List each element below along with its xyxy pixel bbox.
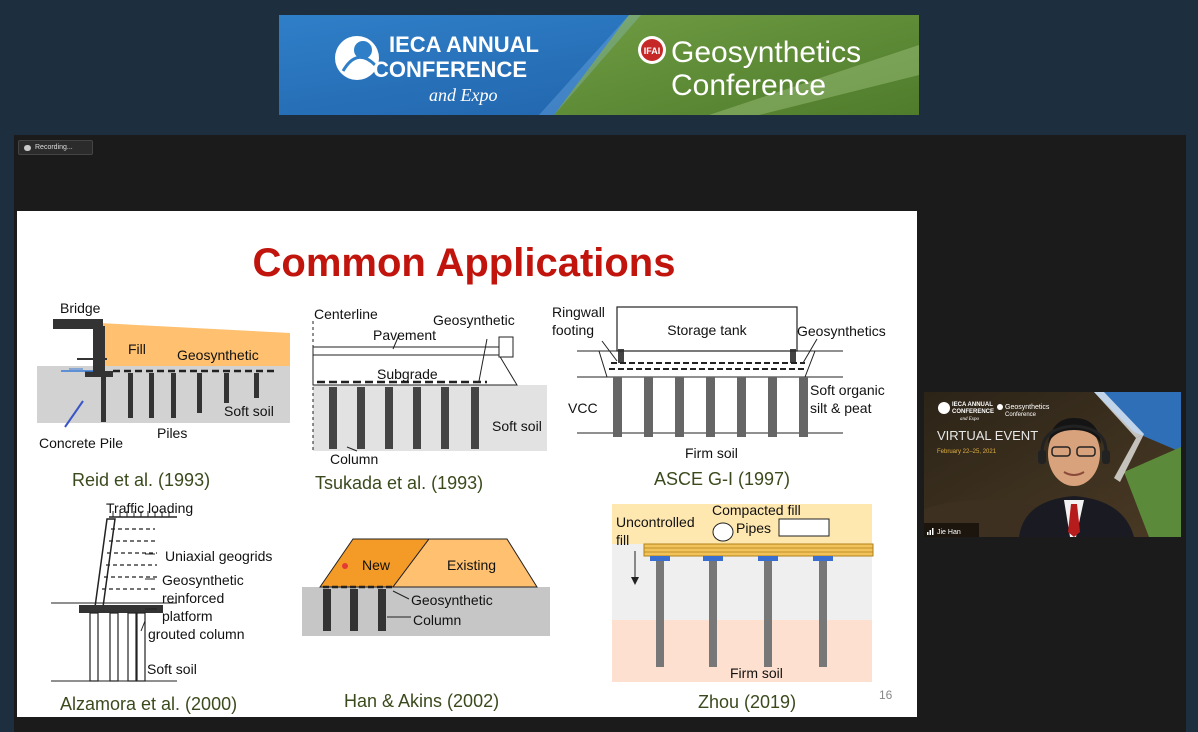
- zhou-caption: Zhou (2019): [698, 692, 796, 712]
- asce-vcc-label: VCC: [568, 400, 598, 416]
- tsukada-centerline-label: Centerline: [314, 306, 378, 322]
- participant-name: Jie Han: [937, 529, 961, 536]
- banner-right-line2: Conference: [671, 69, 826, 102]
- zhou-uncontrolled-label2: fill: [616, 532, 629, 548]
- panel-zhou: Compacted fill Pipes Uncontrolled fill F…: [612, 502, 874, 712]
- alzamora-soft-soil-label: Soft soil: [147, 661, 197, 677]
- reid-piles-label: Piles: [157, 425, 187, 441]
- zhou-pipes-label: Pipes: [736, 520, 771, 536]
- alzamora-geo-label3: platform: [162, 608, 213, 624]
- asce-ringwall-label1: Ringwall: [552, 304, 605, 320]
- tsukada-soft-soil-label: Soft soil: [492, 418, 542, 434]
- asce-tank-label: Storage tank: [667, 322, 747, 338]
- asce-firm-label: Firm soil: [685, 445, 738, 461]
- reid-concrete-pile-label: Concrete Pile: [39, 435, 123, 451]
- reid-caption: Reid et al. (1993): [72, 470, 210, 490]
- asce-ringwall-label2: footing: [552, 322, 594, 338]
- asce-geosynthetics-label: Geosynthetics: [797, 323, 886, 339]
- zhou-uncontrolled-label1: Uncontrolled: [616, 514, 695, 530]
- conference-banner: IECA ANNUAL CONFERENCE and Expo IFAI Geo…: [279, 15, 919, 115]
- recording-indicator[interactable]: Recording...: [18, 140, 93, 155]
- recording-label: Recording...: [35, 144, 73, 151]
- video-event-dates: February 22–25, 2021: [937, 449, 997, 455]
- panel-reid: Bridge Fill Geosynthetic Soft soil Piles…: [37, 300, 290, 490]
- ifai-text: IFAI: [644, 46, 661, 56]
- video-logo-geo2: Conference: [1005, 412, 1037, 418]
- banner-right-line1: Geosynthetics: [671, 36, 861, 69]
- reid-soft-soil-label: Soft soil: [224, 403, 274, 419]
- banner-left-line2: CONFERENCE: [373, 57, 527, 82]
- banner-left-line3: and Expo: [429, 85, 497, 105]
- ifai-mini-logo-icon: [997, 404, 1003, 410]
- alzamora-traffic-label: Traffic loading: [106, 500, 193, 516]
- han-column-label: Column: [413, 612, 461, 628]
- reid-bridge-label: Bridge: [60, 300, 101, 316]
- ieca-logo-icon: [335, 36, 379, 80]
- panel-tsukada: Centerline Pavement Geosynthetic Subgrad…: [312, 306, 547, 493]
- reid-fill-label: Fill: [128, 341, 146, 357]
- alzamora-caption: Alzamora et al. (2000): [60, 694, 237, 714]
- han-new-label: New: [362, 557, 391, 573]
- zhou-compacted-label: Compacted fill: [712, 502, 801, 518]
- zhou-firm-label: Firm soil: [730, 665, 783, 681]
- tsukada-caption: Tsukada et al. (1993): [315, 473, 483, 493]
- cloud-icon: [24, 144, 31, 151]
- panel-han: New Existing Geosynthetic Column Han & A…: [302, 538, 550, 711]
- slide-title: Common Applications: [253, 241, 676, 285]
- signal-icon: [927, 528, 934, 535]
- video-event-title: VIRTUAL EVENT: [937, 428, 1038, 443]
- han-existing-label: Existing: [447, 557, 496, 573]
- slide-page-number: 16: [879, 688, 893, 702]
- panel-alzamora: Traffic loading Uniaxial geogrids Geosyn…: [51, 500, 272, 714]
- presenter-figure: [1019, 418, 1134, 537]
- panel-asce: Ringwall footing Storage tank Geosynthet…: [552, 304, 886, 489]
- tsukada-subgrade-label: Subgrade: [377, 366, 438, 382]
- ieca-mini-logo-icon: [938, 402, 950, 414]
- asce-soft-label2: silt & peat: [810, 400, 872, 416]
- alzamora-uniaxial-label: Uniaxial geogrids: [165, 548, 272, 564]
- alzamora-geo-label1: Geosynthetic: [162, 572, 244, 588]
- video-logo-geo1: Geosynthetics: [1005, 404, 1050, 411]
- han-caption: Han & Akins (2002): [344, 691, 499, 711]
- asce-caption: ASCE G-I (1997): [654, 469, 790, 489]
- ifai-logo-icon: IFAI: [638, 36, 666, 64]
- tsukada-column-label: Column: [330, 451, 378, 467]
- tsukada-pavement-label: Pavement: [373, 327, 436, 343]
- video-logo3: and Expo: [960, 417, 980, 422]
- participant-video[interactable]: IECA ANNUAL CONFERENCE and Expo Geosynth…: [924, 392, 1181, 537]
- reid-geosynthetic-label: Geosynthetic: [177, 347, 259, 363]
- alzamora-grouted-label: grouted column: [148, 626, 245, 642]
- video-logo2: CONFERENCE: [952, 409, 994, 415]
- video-logo1: IECA ANNUAL: [952, 402, 993, 408]
- shared-slide: Common Applications Bridge Fill Geosynth…: [17, 211, 917, 717]
- asce-soft-label1: Soft organic: [810, 382, 885, 398]
- tsukada-geosynthetic-label: Geosynthetic: [433, 312, 515, 328]
- banner-left-line1: IECA ANNUAL: [389, 32, 539, 57]
- alzamora-geo-label2: reinforced: [162, 590, 224, 606]
- han-geosynthetic-label: Geosynthetic: [411, 592, 493, 608]
